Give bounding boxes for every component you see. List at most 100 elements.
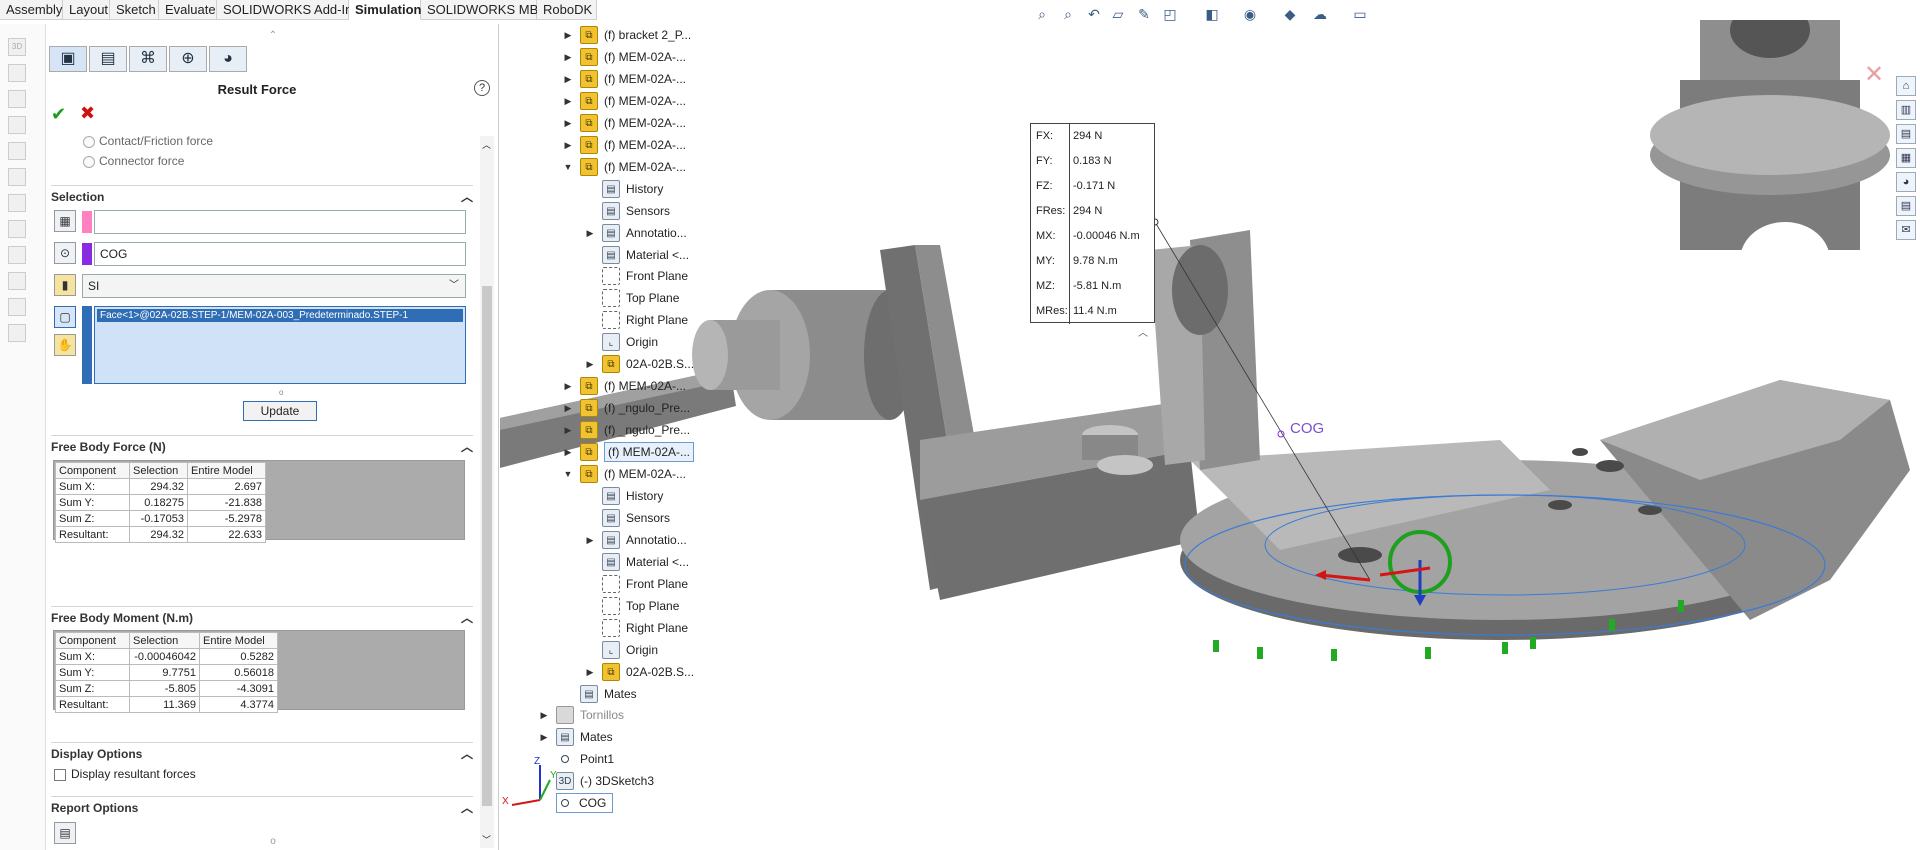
tree-item[interactable]: ▶⧉(f) MEM-02A-...: [500, 113, 740, 133]
3d-icon[interactable]: 3D: [8, 38, 26, 56]
strip-tool-icon[interactable]: [8, 298, 26, 316]
splitter-handle[interactable]: ⌃: [268, 30, 278, 41]
callout-collapse-icon[interactable]: ︿: [1138, 328, 1148, 339]
view-settings-icon[interactable]: ▭: [1353, 6, 1367, 22]
expand-arrow-icon[interactable]: ▶: [564, 51, 572, 62]
expand-arrow-icon[interactable]: ▶: [586, 666, 594, 677]
expand-arrow-icon[interactable]: ▶: [586, 534, 594, 545]
tree-item[interactable]: ▶⧉(f) MEM-02A-...: [500, 47, 740, 67]
tree-item[interactable]: ⌞Origin: [500, 332, 740, 352]
tree-item[interactable]: ▶▤Annotatio...: [500, 530, 740, 550]
appearances-icon[interactable]: ◕: [1896, 172, 1916, 192]
report-options-header[interactable]: Report Options ︿: [51, 796, 473, 818]
collapse-icon[interactable]: ︿: [460, 801, 473, 815]
tree-item[interactable]: ▤History: [500, 486, 740, 506]
tree-item[interactable]: ▶Tornillos: [500, 705, 740, 725]
cancel-button[interactable]: ✖: [80, 103, 96, 123]
expand-arrow-icon[interactable]: ▶: [540, 710, 548, 721]
collapse-icon[interactable]: ︿: [460, 440, 473, 454]
tree-item[interactable]: ▶⧉02A-02B.S...: [500, 662, 740, 682]
strip-tool-icon[interactable]: [8, 168, 26, 186]
tab-solidworks-add-ins[interactable]: SOLIDWORKS Add-Ins: [217, 0, 359, 20]
scroll-up-icon[interactable]: ︿: [482, 140, 492, 150]
zoom-fit-icon[interactable]: ⌕: [1038, 6, 1046, 22]
tree-item[interactable]: Front Plane: [500, 266, 740, 286]
tab-simulation[interactable]: Simulation: [349, 0, 421, 20]
custom-properties-icon[interactable]: ▤: [1896, 196, 1916, 216]
hide-show-icon[interactable]: ◉: [1243, 6, 1257, 22]
tree-item[interactable]: Front Plane: [500, 574, 740, 594]
tree-item[interactable]: ▤History: [500, 179, 740, 199]
strip-tool-icon[interactable]: [8, 246, 26, 264]
scene-icon[interactable]: ☁: [1313, 6, 1327, 22]
resize-handle[interactable]: o: [279, 388, 284, 397]
strip-tool-icon[interactable]: [8, 90, 26, 108]
tab-display-manager[interactable]: ◕: [209, 46, 247, 72]
tree-item[interactable]: ▶⧉(f) MEM-02A-...: [500, 442, 740, 463]
tab-dimxpert[interactable]: ⊕: [169, 46, 207, 72]
tab-sketch[interactable]: Sketch: [110, 0, 159, 20]
expand-arrow-icon[interactable]: ▶: [564, 425, 572, 436]
tree-item[interactable]: ▶⧉(f) _ngulo_Pre...: [500, 398, 740, 418]
scrollbar-thumb[interactable]: [482, 286, 492, 806]
expand-arrow-icon[interactable]: ▶: [564, 381, 572, 392]
display-resultant-checkbox[interactable]: [54, 769, 66, 781]
strip-tool-icon[interactable]: [8, 116, 26, 134]
library-icon[interactable]: ▥: [1896, 100, 1916, 120]
expand-arrow-icon[interactable]: ▶: [564, 139, 572, 150]
section-view-icon[interactable]: ▱: [1112, 6, 1124, 22]
tree-item[interactable]: ▤Sensors: [500, 201, 740, 221]
expand-arrow-icon[interactable]: ▶: [564, 73, 572, 84]
edit-appearance-icon[interactable]: ◆: [1284, 6, 1296, 22]
contact-friction-radio[interactable]: [83, 136, 95, 148]
tree-item[interactable]: ▶⧉(f) MEM-02A-...: [500, 91, 740, 111]
tab-solidworks-mbd[interactable]: SOLIDWORKS MBD: [421, 0, 548, 20]
expand-arrow-icon[interactable]: ▶: [564, 30, 572, 40]
tree-item[interactable]: ▶⧉(f) MEM-02A-...: [500, 376, 740, 396]
strip-tool-icon[interactable]: [8, 272, 26, 290]
forum-icon[interactable]: ✉: [1896, 220, 1916, 240]
scroll-down-icon[interactable]: ﹀: [482, 835, 492, 845]
free-body-force-header[interactable]: Free Body Force (N) ︿: [51, 435, 473, 457]
tab-evaluate[interactable]: Evaluate: [159, 0, 217, 20]
display-options-header[interactable]: Display Options ︿: [51, 742, 473, 764]
tree-item[interactable]: ▶⧉02A-02B.S...: [500, 354, 740, 374]
expand-arrow-icon[interactable]: ▶: [586, 227, 594, 238]
selection-list[interactable]: Face<1>@02A-02B.STEP-1/MEM-02A-003_Prede…: [94, 306, 466, 384]
zoom-area-icon[interactable]: ⌕: [1064, 6, 1072, 22]
collapse-arrow-icon[interactable]: ▼: [563, 161, 573, 172]
strip-tool-icon[interactable]: [8, 324, 26, 342]
collapse-icon[interactable]: ︿: [460, 190, 473, 204]
tab-assembly[interactable]: Assembly: [0, 0, 63, 20]
display-style-icon[interactable]: ◧: [1205, 6, 1219, 22]
tree-item[interactable]: 3D(-) 3DSketch3: [500, 771, 740, 791]
tree-item[interactable]: Top Plane: [500, 288, 740, 308]
ok-button[interactable]: ✔: [51, 104, 67, 124]
graphics-viewport[interactable]: COG X Z Y: [500, 20, 1920, 850]
tree-item[interactable]: Right Plane: [500, 618, 740, 638]
tree-item[interactable]: ▶⧉(f) MEM-02A-...: [500, 135, 740, 155]
tree-item[interactable]: Point1: [500, 749, 740, 769]
expand-arrow-icon[interactable]: ▶: [564, 117, 572, 128]
tree-item[interactable]: ▶⧉(f) bracket 2_P...: [500, 25, 740, 45]
view-orientation-icon[interactable]: ◰: [1163, 6, 1177, 22]
tree-item[interactable]: ▤Material <...: [500, 245, 740, 265]
tab-property-manager[interactable]: ▣: [49, 46, 87, 72]
tree-item[interactable]: COG: [500, 793, 740, 814]
collapse-arrow-icon[interactable]: ▼: [563, 469, 573, 479]
face-filter-icon[interactable]: ▢: [54, 306, 76, 328]
reference-selection-field[interactable]: COG: [94, 242, 466, 266]
strip-tool-icon[interactable]: [8, 64, 26, 82]
tab-robodk[interactable]: RoboDK: [537, 0, 597, 20]
selected-face-item[interactable]: Face<1>@02A-02B.STEP-1/MEM-02A-003_Prede…: [97, 309, 463, 322]
tree-item[interactable]: ▶▤Annotatio...: [500, 223, 740, 243]
help-icon[interactable]: ?: [474, 80, 490, 96]
close-icon[interactable]: ✕: [1864, 61, 1885, 88]
tree-item[interactable]: Top Plane: [500, 596, 740, 616]
tree-item[interactable]: ▤Sensors: [500, 508, 740, 528]
tree-item[interactable]: ▶⧉(f) _ngulo_Pre...: [500, 420, 740, 440]
strip-tool-icon[interactable]: [8, 220, 26, 238]
strip-tool-icon[interactable]: [8, 142, 26, 160]
tree-item[interactable]: Right Plane: [500, 310, 740, 330]
collapse-icon[interactable]: ︿: [460, 747, 473, 761]
